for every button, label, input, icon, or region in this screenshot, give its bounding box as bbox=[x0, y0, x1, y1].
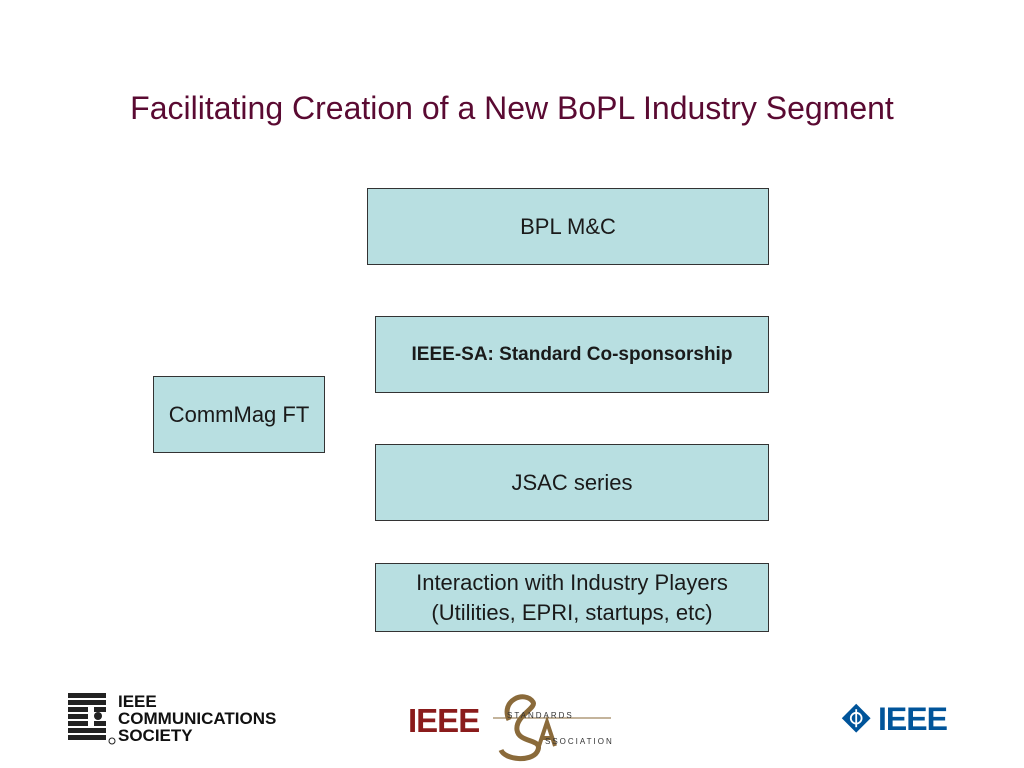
ieee-diamond-icon bbox=[841, 703, 871, 733]
ieee-sa-logo-mark bbox=[493, 694, 611, 761]
comsoc-line3: SOCIETY bbox=[118, 726, 193, 745]
ieee-sa-label: IEEE-SA: Standard Co-sponsorship bbox=[411, 343, 733, 365]
slide-title: Facilitating Creation of a New BoPL Indu… bbox=[130, 90, 894, 126]
interaction-label: Interaction with Industry Players (Utili… bbox=[416, 569, 728, 625]
jsac-box: JSAC series bbox=[375, 444, 769, 521]
comsoc-logo-mark bbox=[68, 693, 116, 745]
commmag-box: CommMag FT bbox=[153, 376, 325, 453]
comsoc-line2: COMMUNICATIONS bbox=[118, 709, 277, 728]
comsoc-line1: IEEE bbox=[118, 692, 157, 711]
interaction-box: Interaction with Industry Players (Utili… bbox=[375, 563, 769, 632]
commmag-label: CommMag FT bbox=[168, 401, 310, 427]
ieee-sa-logo-standards: STANDARDS bbox=[507, 711, 574, 720]
ieee-sa-logo-association: SSOCIATION bbox=[545, 737, 614, 746]
jsac-label: JSAC series bbox=[511, 469, 633, 495]
ieee-sa-box: IEEE-SA: Standard Co-sponsorship bbox=[375, 316, 769, 393]
ieee-logo-text: IEEE bbox=[878, 701, 948, 737]
bpl-mc-label: BPL M&C bbox=[520, 213, 616, 239]
ieee-sa-logo-ieee: IEEE bbox=[408, 702, 480, 739]
comsoc-logo-text: IEEE COMMUNICATIONS SOCIETY bbox=[118, 693, 276, 744]
bpl-mc-box: BPL M&C bbox=[367, 188, 769, 265]
